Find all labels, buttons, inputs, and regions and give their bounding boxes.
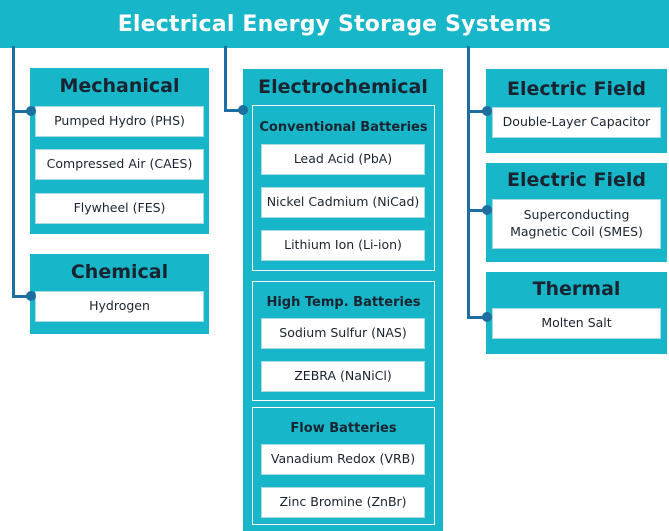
connector-right-vertical <box>467 46 470 319</box>
electric-field-panel-1: Electric Field Double-Layer Capacitor <box>486 69 667 153</box>
electric-field-title-1: Electric Field <box>507 78 646 100</box>
battery-item: Vanadium Redox (VRB) <box>261 444 425 475</box>
electrochemical-title: Electrochemical <box>258 76 428 98</box>
flow-batteries-title: Flow Batteries <box>290 421 397 436</box>
electric-field-title-2: Electric Field <box>507 169 646 191</box>
connector-right-to-electric-field-2 <box>467 209 489 212</box>
mechanical-title: Mechanical <box>59 75 180 97</box>
thermal-title: Thermal <box>532 278 621 300</box>
conventional-batteries-title: Conventional Batteries <box>259 120 428 135</box>
connector-right-to-electric-field-1 <box>467 110 489 113</box>
mechanical-item: Flywheel (FES) <box>35 193 204 224</box>
connector-left-to-chemical <box>12 295 32 298</box>
chemical-title: Chemical <box>70 261 169 283</box>
battery-item: Sodium Sulfur (NAS) <box>261 318 425 349</box>
battery-item: Lead Acid (PbA) <box>261 144 425 175</box>
title-bar: Electrical Energy Storage Systems <box>0 0 669 48</box>
electric-field-item: Double-Layer Capacitor <box>492 107 661 138</box>
mechanical-panel: Mechanical Pumped Hydro (PHS) Compressed… <box>30 68 209 234</box>
connector-dot <box>482 205 492 215</box>
mechanical-item: Pumped Hydro (PHS) <box>35 106 204 137</box>
connector-dot <box>482 312 492 322</box>
electric-field-panel-2: Electric Field Superconducting Magnetic … <box>486 163 667 262</box>
battery-item: Nickel Cadmium (NiCad) <box>261 187 425 218</box>
connector-dot <box>26 106 36 116</box>
thermal-panel: Thermal Molten Salt <box>486 272 667 354</box>
high-temp-batteries-title: High Temp. Batteries <box>266 295 421 310</box>
electric-field-item: Superconducting Magnetic Coil (SMES) <box>492 199 661 249</box>
electrochemical-panel: Electrochemical Conventional Batteries L… <box>243 69 443 531</box>
mechanical-item: Compressed Air (CAES) <box>35 149 204 180</box>
battery-item: Lithium Ion (Li-ion) <box>261 230 425 261</box>
connector-middle-vertical <box>224 46 227 112</box>
thermal-item: Molten Salt <box>492 308 661 339</box>
connector-left-vertical <box>12 46 15 298</box>
high-temp-batteries-group: High Temp. Batteries Sodium Sulfur (NAS)… <box>252 281 435 401</box>
connector-left-to-mechanical <box>12 110 32 113</box>
battery-item: Zinc Bromine (ZnBr) <box>261 487 425 518</box>
connector-dot <box>238 105 248 115</box>
battery-item: ZEBRA (NaNiCl) <box>261 361 425 392</box>
connector-right-to-thermal <box>467 316 489 319</box>
connector-dot <box>482 106 492 116</box>
conventional-batteries-group: Conventional Batteries Lead Acid (PbA) N… <box>252 105 435 271</box>
chemical-item: Hydrogen <box>35 291 204 322</box>
chemical-panel: Chemical Hydrogen <box>30 254 209 334</box>
connector-middle-to-electrochemical <box>224 109 246 112</box>
diagram-title: Electrical Energy Storage Systems <box>117 11 552 37</box>
flow-batteries-group: Flow Batteries Vanadium Redox (VRB) Zinc… <box>252 407 435 525</box>
connector-dot <box>26 291 36 301</box>
